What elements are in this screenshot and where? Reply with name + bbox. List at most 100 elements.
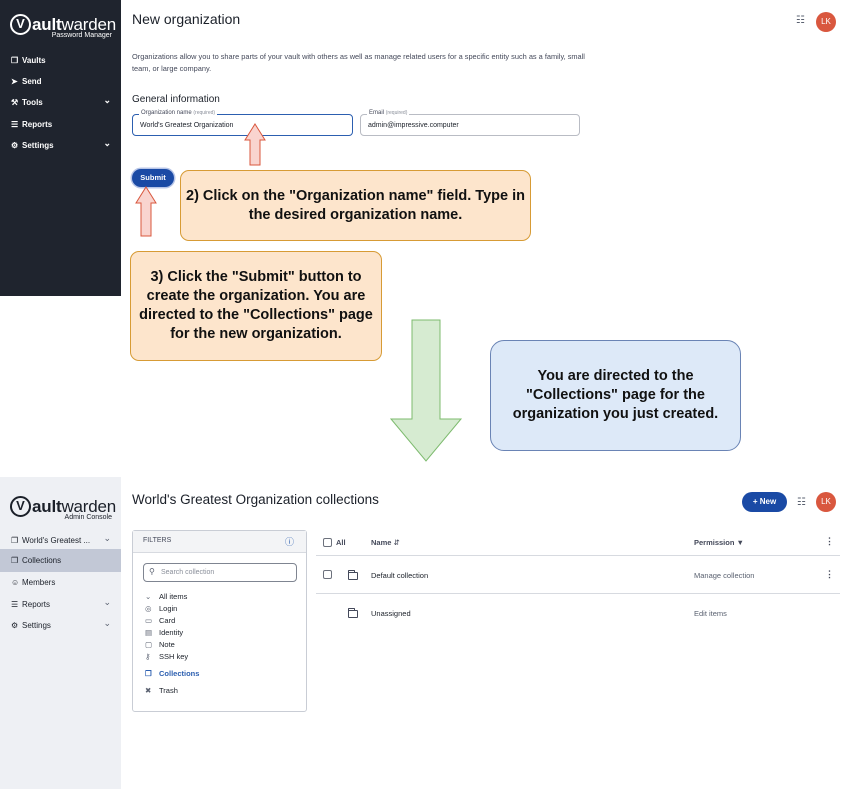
vault-icon: ❒: [11, 55, 19, 65]
row-checkbox[interactable]: [323, 570, 332, 579]
field-label: Organization name (required): [139, 110, 218, 116]
section-title: General information: [132, 94, 220, 105]
nav-settings[interactable]: ⚙ Settings ⌄: [11, 618, 111, 632]
nav-label: Reports: [22, 599, 51, 609]
send-icon: ➤: [11, 76, 18, 86]
filter-collections[interactable]: ❒Collections: [145, 669, 200, 678]
page-title: New organization: [132, 11, 241, 27]
select-all-checkbox[interactable]: [323, 538, 332, 547]
globe-icon: ◎: [145, 604, 152, 613]
trash-icon: ✖: [145, 686, 152, 695]
email-input[interactable]: admin@impressive.computer: [368, 122, 459, 129]
chevron-down-icon[interactable]: ⌄: [103, 138, 111, 148]
tools-icon: ⚒: [11, 97, 19, 107]
filters-header: [133, 531, 306, 553]
page-title: World's Greatest Organization collection…: [132, 492, 379, 507]
arrow-up-to-org-name: [244, 123, 266, 166]
arrow-up-to-submit: [135, 186, 157, 237]
nav-label: Members: [22, 577, 56, 587]
sort-icon: ⇵: [393, 538, 400, 547]
nav-collections-active[interactable]: ❒ Collections: [0, 549, 121, 572]
chevron-down-icon[interactable]: ⌄: [103, 95, 111, 105]
search-placeholder: Search collection: [161, 569, 215, 576]
filter-card[interactable]: ▭Card: [145, 616, 176, 625]
folder-icon: [348, 608, 358, 618]
header-divider: [316, 555, 840, 556]
admin-sidebar: V aultwarden Admin Console: [0, 477, 121, 789]
nav-settings[interactable]: ⚙ Settings ⌄: [11, 138, 111, 152]
apps-grid-icon[interactable]: ☷: [797, 497, 806, 508]
nav-vaults[interactable]: ❒ Vaults: [11, 53, 111, 67]
filter-identity[interactable]: ▤Identity: [145, 628, 184, 637]
nav-organization-switcher[interactable]: ❐ World's Greatest ... ⌄: [11, 533, 111, 547]
filters-panel: [132, 530, 307, 712]
col-name[interactable]: Name ⇵: [371, 538, 400, 547]
email-field[interactable]: Email (required) admin@impressive.comput…: [360, 110, 580, 136]
filter-ssh-key[interactable]: ⚷SSH key: [145, 652, 189, 661]
note-icon: ▢: [145, 640, 153, 649]
nav-label: World's Greatest ...: [22, 535, 91, 545]
apps-grid-icon[interactable]: ☷: [796, 15, 805, 26]
nav-reports[interactable]: ☰ Reports: [11, 117, 111, 131]
help-icon[interactable]: ⓘ: [285, 537, 295, 547]
gear-icon: ⚙: [11, 140, 19, 150]
logo-mark: V: [10, 14, 31, 35]
caret-down-icon: ▼: [736, 538, 744, 547]
collection-icon: ❒: [11, 555, 19, 565]
chevron-down-icon[interactable]: ⌄: [103, 618, 111, 628]
row-divider: [316, 593, 840, 594]
collection-name-link[interactable]: Default collection: [371, 571, 429, 580]
organization-icon: ❐: [11, 535, 19, 545]
chevron-down-icon[interactable]: ⌄: [103, 597, 111, 607]
reports-icon: ☰: [11, 599, 19, 609]
nav-tools[interactable]: ⚒ Tools ⌄: [11, 95, 111, 109]
page-description: Organizations allow you to share parts o…: [132, 52, 585, 73]
logo-mark: V: [10, 496, 31, 517]
submit-button[interactable]: Submit: [132, 169, 174, 187]
search-icon: ⚲: [149, 567, 155, 576]
filter-all-items[interactable]: ⌄All items: [145, 592, 188, 601]
organization-name-input[interactable]: World's Greatest Organization: [140, 122, 234, 129]
field-label: Email (required): [367, 110, 410, 116]
filter-note[interactable]: ▢Note: [145, 640, 175, 649]
nav-label: Vaults: [22, 55, 46, 65]
search-input[interactable]: [143, 563, 297, 582]
vaultwarden-logo[interactable]: V aultwarden Admin Console: [10, 494, 116, 524]
organization-name-field[interactable]: Organization name (required) World's Gre…: [132, 110, 353, 136]
callout-step-3: 3) Click the "Submit" button to create t…: [130, 251, 382, 361]
callout-result: You are directed to the "Collections" pa…: [490, 340, 741, 451]
collection-icon: ❒: [145, 669, 152, 678]
nav-label: Reports: [22, 119, 53, 129]
nav-label: Settings: [22, 620, 51, 630]
nav-collections[interactable]: ❒ Collections: [11, 553, 111, 567]
id-card-icon: ▤: [145, 628, 153, 637]
callout-step-2: 2) Click on the "Organization name" fiel…: [180, 170, 531, 241]
arrow-down-to-collections: [389, 319, 463, 462]
collection-permission: Edit items: [694, 609, 727, 618]
nav-reports[interactable]: ☰ Reports ⌄: [11, 597, 111, 611]
collection-name-link[interactable]: Unassigned: [371, 609, 411, 618]
folder-icon: [348, 570, 358, 580]
members-icon: ☺: [11, 577, 20, 587]
nav-members[interactable]: ☺ Members: [11, 575, 111, 589]
card-icon: ▭: [145, 616, 153, 625]
top-sidebar: V aultwarden Password Manager ❒ Vaults ➤…: [0, 0, 121, 296]
col-permission[interactable]: Permission ▼: [694, 538, 744, 547]
filter-login[interactable]: ◎Login: [145, 604, 178, 613]
nav-label: Send: [22, 76, 42, 86]
chevron-down-icon[interactable]: ⌄: [103, 533, 111, 543]
more-options-icon[interactable]: ⋮: [825, 569, 834, 579]
col-all: All: [336, 538, 346, 547]
filter-trash[interactable]: ✖Trash: [145, 686, 178, 695]
more-options-icon[interactable]: ⋮: [825, 536, 834, 546]
key-icon: ⚷: [145, 652, 151, 661]
avatar[interactable]: LK: [816, 12, 836, 32]
nav-send[interactable]: ➤ Send: [11, 74, 111, 88]
vaultwarden-logo[interactable]: V aultwarden Password Manager: [10, 12, 116, 42]
reports-icon: ☰: [11, 119, 19, 129]
logo-subtitle: Password Manager: [51, 32, 112, 39]
new-button[interactable]: + New: [742, 492, 787, 512]
filters-title: FILTERS: [143, 537, 172, 544]
avatar[interactable]: LK: [816, 492, 836, 512]
